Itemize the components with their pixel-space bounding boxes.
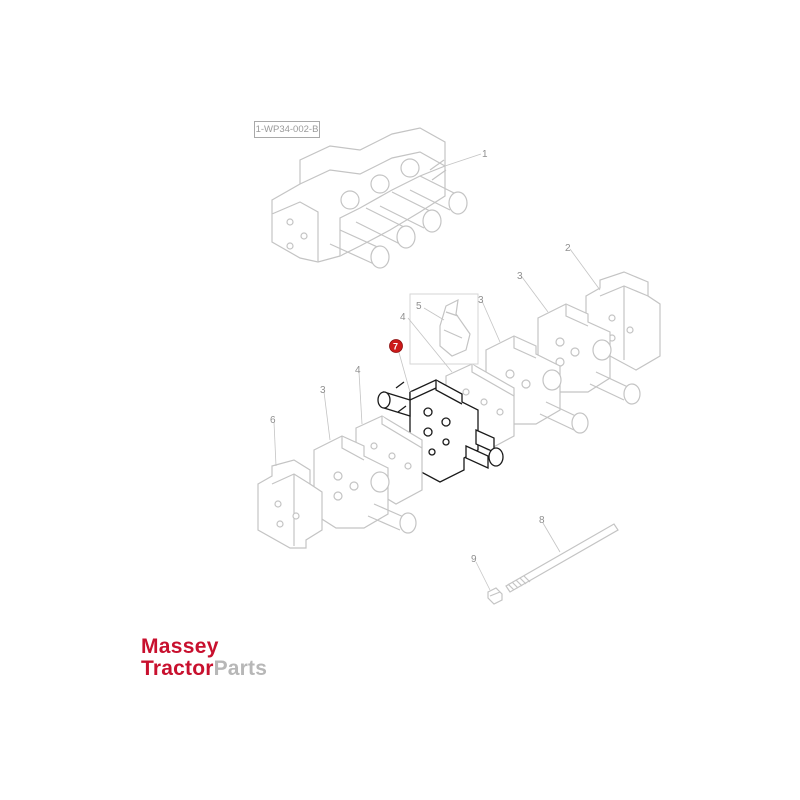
callout-label-3-middle: 3 (478, 295, 484, 306)
seal-kit-bag-part-5[interactable] (439, 298, 471, 357)
callout-label-3-right: 3 (517, 271, 523, 282)
callout-label-6: 6 (270, 415, 276, 426)
massey-tractor-parts-logo[interactable]: Massey TractorParts (141, 636, 267, 679)
callout-label-4-left: 4 (355, 365, 361, 376)
callout-label-5: 5 (416, 301, 422, 312)
callout-label-9: 9 (471, 554, 477, 565)
diagram-reference-code: 1-WP34-002-B (254, 121, 320, 138)
valve-section-part-7-highlighted[interactable] (377, 379, 504, 483)
callout-leader-lines (273, 153, 601, 591)
callout-label-1: 1 (482, 149, 488, 160)
callout-label-3-left: 3 (320, 385, 326, 396)
logo-line-1: Massey (141, 635, 219, 658)
nut-part-9[interactable] (487, 587, 503, 605)
tie-rod-part-8[interactable] (505, 523, 619, 593)
valve-assembly-part-1[interactable] (271, 127, 468, 269)
highlight-marker-label: 7 (393, 342, 398, 352)
logo-brand-word: Tractor (141, 657, 214, 680)
logo-line-2: TractorParts (141, 658, 267, 679)
end-plate-part-6[interactable] (257, 459, 323, 549)
logo-suffix-word: Parts (213, 657, 268, 680)
section-part-3-left[interactable] (313, 435, 417, 534)
highlight-marker[interactable] (389, 339, 403, 353)
callout-label-4-right: 4 (400, 312, 406, 323)
callout-label-2: 2 (565, 243, 571, 254)
callout-label-8: 8 (539, 515, 545, 526)
